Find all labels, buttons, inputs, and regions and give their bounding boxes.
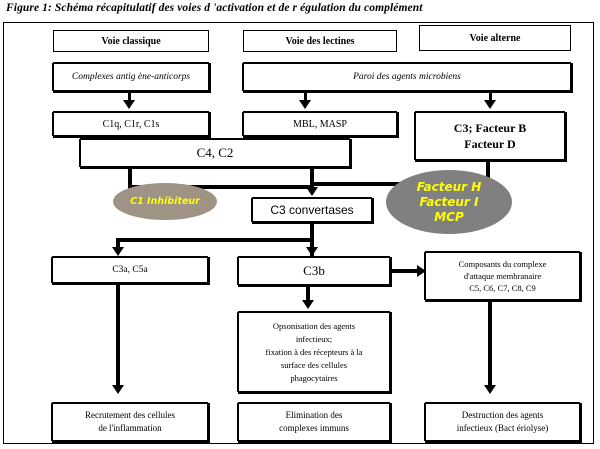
box-c1q-c1r-c1s: C1q, C1r, C1s xyxy=(53,112,209,136)
opsonisation-line2: infectieux; xyxy=(295,333,333,344)
box-voie-classique: Voie classique xyxy=(53,30,209,52)
box-c3-convertases: C3 convertases xyxy=(252,198,372,222)
connector-alterne-down xyxy=(489,91,492,103)
arrow-classique-to-c1q xyxy=(123,100,135,109)
box-recrutement-inflammation: Recrutement des cellules de l'inflammati… xyxy=(52,403,208,441)
connector-convertases-split-rail xyxy=(116,238,314,242)
c1-inhibiteur-label: C1 Inhibiteur xyxy=(130,196,200,207)
box-complexes-antigene-anticorps: Complexes antig ène-anticorps xyxy=(53,63,209,91)
figure-border xyxy=(3,22,594,444)
regulateurs-alterne-label: Facteur H Facteur I MCP xyxy=(417,180,482,225)
connector-lectines-down xyxy=(304,91,307,103)
mbl-masp-label: MBL, MASP xyxy=(293,118,347,130)
c3-facteurb-facteurd-label: C3; Facteur B Facteur D xyxy=(416,120,564,152)
destruction-agents-infectieux-label: Destruction des agents infectieux (Bact … xyxy=(426,409,579,435)
recrutement-inflammation-label: Recrutement des cellules de l'inflammati… xyxy=(53,409,207,435)
c3-facteurb-line: C3; Facteur B xyxy=(453,121,527,135)
c1q-c1r-c1s-label: C1q, C1r, C1s xyxy=(102,118,160,130)
paroi-agents-microbiens-label: Paroi des agents microbiens xyxy=(353,72,461,82)
elimination-complexes-immuns-label: Elimination des complexes immuns xyxy=(239,409,389,435)
c3-convertases-label: C3 convertases xyxy=(270,203,354,217)
arrow-mac-to-destruction xyxy=(484,385,496,394)
bacteriolyse-line1: Destruction des agents xyxy=(461,410,544,420)
opsonisation-line3: fixation à des récepteurs à la xyxy=(265,346,363,357)
box-composants-cam: Composants du complexe d'attaque membran… xyxy=(425,252,580,300)
complexes-antigene-anticorps-label: Complexes antig ène-anticorps xyxy=(71,72,191,82)
box-c3b: C3b xyxy=(238,257,390,285)
connector-c3b-to-mac xyxy=(390,269,422,273)
c4-c2-label: C4, C2 xyxy=(196,145,234,160)
facteur-i-line: Facteur I xyxy=(419,194,479,209)
connector-to-c3a-c5a xyxy=(116,238,120,250)
connector-c4c2-to-c1inh xyxy=(128,167,132,189)
connector-c3a-to-recrutement xyxy=(116,283,120,388)
facteurd-line: Facteur D xyxy=(464,137,516,151)
box-c3-facteurb-facteurd: C3; Facteur B Facteur D xyxy=(415,112,565,160)
cam-line2: d'attaque membranaire xyxy=(463,271,542,281)
box-paroi-agents-microbiens: Paroi des agents microbiens xyxy=(243,63,571,91)
composants-cam-label: Composants du complexe d'attaque membran… xyxy=(426,258,579,294)
cam-line1: Composants du complexe xyxy=(458,259,547,269)
ellipse-facteur-h-i-mcp: Facteur H Facteur I MCP xyxy=(386,170,512,234)
box-elimination-complexes-immuns: Elimination des complexes immuns xyxy=(238,403,390,441)
connector-mac-to-destruction xyxy=(488,300,492,388)
arrow-c3a-to-recrutement xyxy=(112,385,124,394)
box-voie-lectines: Voie des lectines xyxy=(243,30,397,52)
voie-lectines-label: Voie des lectines xyxy=(285,35,355,47)
inflammation-line1: Recrutement des cellules xyxy=(85,410,175,420)
complexes-immuns-line1: Elimination des xyxy=(285,410,343,420)
c3b-label: C3b xyxy=(303,263,325,278)
c3a-c5a-label: C3a, C5a xyxy=(112,265,148,275)
inflammation-line2: de l'inflammation xyxy=(98,423,162,433)
connector-alterne-to-convertases-vert xyxy=(486,160,490,186)
voie-classique-label: Voie classique xyxy=(101,35,161,47)
opsonisation-line4: surface des cellules xyxy=(280,359,348,370)
box-mbl-masp: MBL, MASP xyxy=(243,112,397,136)
complexes-immuns-line2: complexes immuns xyxy=(279,423,349,433)
connector-classique-down xyxy=(128,91,131,103)
cam-line3: C5, C6, C7, C8, C9 xyxy=(469,283,536,293)
arrow-c3b-to-opsonisation xyxy=(302,300,314,309)
arrow-paroi-to-mbl xyxy=(299,100,311,109)
box-voie-alterne: Voie alterne xyxy=(419,25,571,51)
arrow-paroi-to-c3-facteurb xyxy=(484,100,496,109)
box-c4-c2: C4, C2 xyxy=(80,139,350,167)
bacteriolyse-line2: infectieux (Bact ériolyse) xyxy=(456,423,549,433)
box-destruction-agents-infectieux: Destruction des agents infectieux (Bact … xyxy=(425,403,580,441)
mcp-line: MCP xyxy=(434,209,464,224)
box-opsonisation: Opsonisation des agents infectieux; fixa… xyxy=(238,312,390,392)
connector-c3b-to-opsonisation xyxy=(306,285,310,305)
opsonisation-line1: Opsonisation des agents xyxy=(272,320,356,331)
box-c3a-c5a: C3a, C5a xyxy=(52,257,208,283)
opsonisation-line5: phagocytaires xyxy=(290,372,338,383)
arrow-to-c3-convertases xyxy=(306,187,318,196)
connector-c4c2-left-rail xyxy=(128,185,314,189)
arrow-to-c3a-c5a xyxy=(112,247,124,256)
voie-alterne-label: Voie alterne xyxy=(469,32,521,44)
arrow-c3b-to-mac xyxy=(417,265,426,277)
figure-title: Figure 1: Schéma récapitulatif des voies… xyxy=(6,2,423,14)
connector-c4c2-to-convertases xyxy=(310,167,314,189)
ellipse-c1-inhibiteur: C1 Inhibiteur xyxy=(113,183,217,220)
facteur-h-line: Facteur H xyxy=(416,179,482,194)
opsonisation-label: Opsonisation des agents infectieux; fixa… xyxy=(239,320,389,385)
arrow-to-c3b xyxy=(306,247,318,256)
